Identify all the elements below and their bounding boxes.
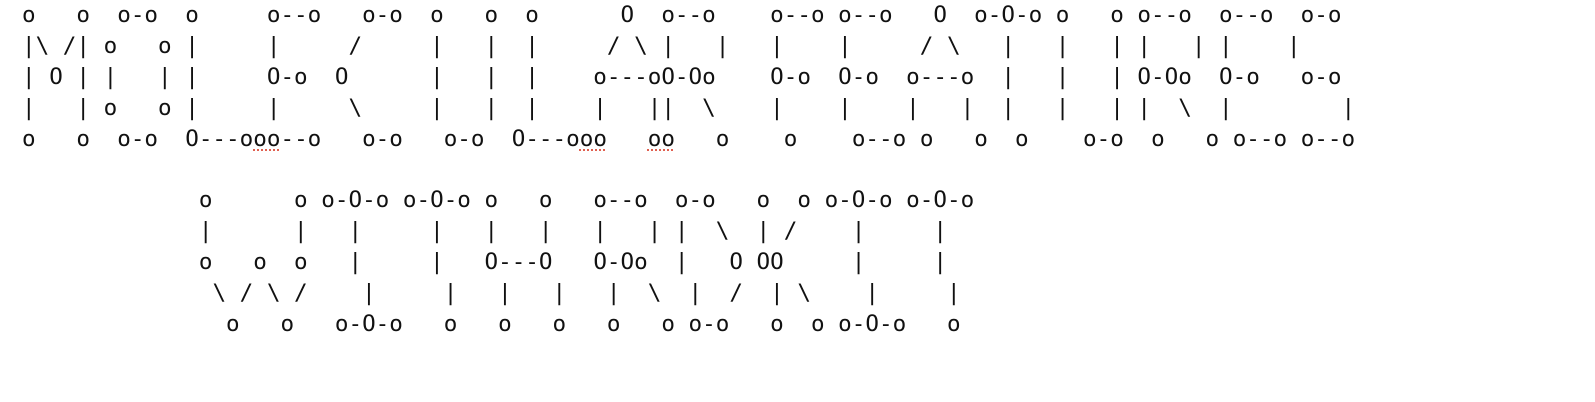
banner-line2-row2: | | | | | | | | | \ | / | | bbox=[198, 218, 947, 245]
banner-line1-row5: o o o-o O---ooo--o o-o o-o O---ooo oo o … bbox=[22, 126, 1355, 152]
banner-line2-row1: o o o-O-o o-O-o o o o--o o-o o o o-O-o o… bbox=[198, 187, 975, 214]
banner-line2-indent bbox=[22, 187, 199, 213]
banner-line1-row1: o o o-o o o--o o-o o o o O o--o o--o o--… bbox=[22, 2, 1342, 28]
banner-line1-row3: | O | | | | O-o O | | | o---oO-Oo O-o O-… bbox=[22, 63, 1342, 90]
banner-line1-row2: |\ /| o o | | / | | | / \ | | | | / \ | … bbox=[22, 32, 1301, 59]
banner-line1-row5-seg-a: o o o-o O---o bbox=[22, 125, 254, 152]
spellcheck-underline: oo bbox=[253, 125, 281, 152]
banner-line2-indent bbox=[22, 311, 199, 337]
banner-line2-row5: o o o-O-o o o o o o o-o o o o-O-o o bbox=[198, 311, 961, 338]
banner-line1-row4: | | o o | | \ | | | | || \ | | | | | | |… bbox=[22, 94, 1356, 121]
spellcheck-underline: oo bbox=[647, 125, 675, 152]
banner-line2-indent bbox=[22, 218, 199, 244]
banner-line2-indent bbox=[22, 249, 199, 275]
banner-line1-row5-seg-e bbox=[607, 126, 648, 152]
ascii-banner: o o o-o o o--o o-o o o o O o--o o--o o--… bbox=[22, 0, 1355, 340]
banner-line1-row5-seg-c: --o o-o o-o O---o bbox=[280, 125, 580, 152]
banner-line2-row4: \ / \ / | | | | | \ | / | \ | | bbox=[198, 280, 961, 307]
banner-line1-row5-seg-g: o o o--o o o o o-o o o o--o o--o bbox=[674, 125, 1356, 152]
banner-line2-row3: o o o | | O---O O-Oo | O OO | | bbox=[198, 249, 947, 276]
spellcheck-underline: oo bbox=[579, 125, 607, 152]
banner-line2-indent bbox=[22, 280, 199, 306]
